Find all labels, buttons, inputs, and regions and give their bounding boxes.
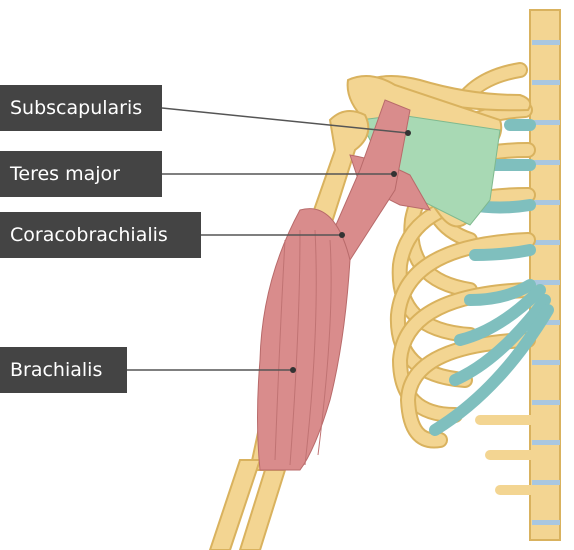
label-teres-major[interactable]: Teres major (0, 151, 162, 197)
label-subscapularis[interactable]: Subscapularis (0, 85, 162, 131)
vertebral-column (529, 9, 561, 541)
muscle-fibers (274, 229, 332, 466)
brachialis-muscle[interactable] (257, 208, 351, 471)
leader-lines (127, 107, 409, 371)
label-coracobrachialis[interactable]: Coracobrachialis (0, 212, 201, 258)
label-brachialis[interactable]: Brachialis (0, 347, 127, 393)
forearm-bones (208, 459, 287, 550)
costal-cartilages (429, 119, 554, 436)
leader-dots (290, 130, 411, 373)
